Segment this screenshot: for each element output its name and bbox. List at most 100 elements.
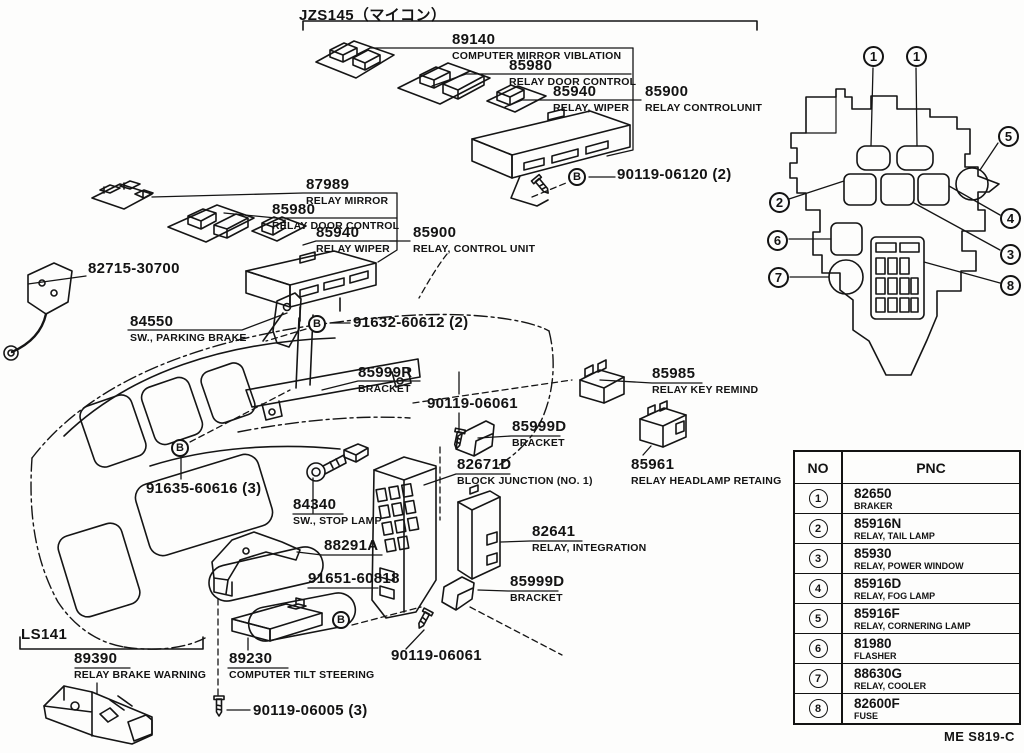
part-number: 89140 xyxy=(452,31,496,48)
table-row: 1 82650 BRAKER xyxy=(795,483,1019,513)
part-name: BLOCK JUNCTION (NO. 1) xyxy=(457,475,593,487)
door-control-relay-part-mid xyxy=(167,204,255,243)
row-pnc: 88630G xyxy=(854,665,903,681)
parking-brake-cable-part xyxy=(3,262,73,361)
row-callout-number: 4 xyxy=(808,579,828,598)
parking-brake-switch-part xyxy=(262,292,302,348)
row-pnc: 85916N xyxy=(854,515,902,531)
part-label-90119-06120: 90119-06120 (2) xyxy=(617,166,732,183)
panel-callout-3: 3 xyxy=(1000,244,1021,265)
part-number: 84550 xyxy=(130,313,174,330)
panel-callout-1a: 1 xyxy=(863,46,884,67)
part-label-91651: 91651-60818 xyxy=(308,570,400,587)
part-label-82671d: 82671D BLOCK JUNCTION (NO. 1) xyxy=(457,456,593,487)
part-name: RELAY, WIPER xyxy=(553,102,630,114)
part-label-85900-top: 85900 RELAY CONTROLUNIT xyxy=(645,83,762,114)
part-name: RELAY DOOR CONTROL xyxy=(272,220,400,232)
bolt-marker: B xyxy=(332,611,350,629)
row-callout-number: 2 xyxy=(808,519,828,538)
row-part-name: FUSE xyxy=(854,710,879,721)
row-part-name: RELAY, POWER WINDOW xyxy=(854,560,964,571)
row-part-name: RELAY, TAIL LAMP xyxy=(854,530,935,541)
pnc-table: NO PNC 1 82650 BRAKER 2 85916N RELAY, TA… xyxy=(793,450,1021,725)
row-callout-number: 3 xyxy=(808,549,828,568)
fuse-box xyxy=(870,236,925,320)
mirror-relay-part-mid xyxy=(91,180,154,210)
row-part-name: RELAY, COOLER xyxy=(854,680,927,691)
row-callout-number: 5 xyxy=(808,609,828,628)
row-part-name: RELAY, FOG LAMP xyxy=(854,590,936,601)
part-number: 82671D xyxy=(457,456,512,473)
panel-callout-7: 7 xyxy=(768,267,789,288)
part-label-85961: 85961 RELAY HEADLAMP RETAING xyxy=(631,456,781,487)
part-name: SW., STOP LAMP xyxy=(293,515,382,527)
part-label-89390: 89390 RELAY BRAKE WARNING xyxy=(74,650,206,681)
ls141-bracket xyxy=(19,636,204,650)
dashed-links xyxy=(189,182,573,698)
part-label-85940-mid: 85940 RELAY WIPER xyxy=(316,224,390,255)
part-number: 91632-60612 (2) xyxy=(353,314,469,331)
part-label-85900-mid: 85900 RELAY, CONTROL UNIT xyxy=(413,224,535,255)
row-callout-number: 8 xyxy=(808,699,828,718)
wiper-relay-part-top xyxy=(486,84,547,113)
part-label-82715: 82715-30700 xyxy=(88,260,180,277)
part-name: COMPUTER MIRROR VIBLATION xyxy=(452,50,622,62)
table-row: 8 82600F FUSE xyxy=(795,693,1019,723)
part-label-91632: 91632-60612 (2) xyxy=(353,314,468,331)
control-unit-part-mid xyxy=(245,250,377,322)
part-name: COMPUTER TILT STEERING xyxy=(229,669,375,681)
screw-icon xyxy=(418,607,434,629)
table-row: 5 85916F RELAY, CORNERING LAMP xyxy=(795,603,1019,633)
row-callout-number: 7 xyxy=(808,669,828,688)
block-junction-part xyxy=(371,456,437,619)
part-label-85940-top: 85940 RELAY, WIPER xyxy=(553,83,629,114)
part-number: 87989 xyxy=(306,176,350,193)
part-label-91635: 91635-60616 (3) xyxy=(146,480,261,497)
table-row: 7 88630G RELAY, COOLER xyxy=(795,663,1019,693)
part-label-85980-top: 85980 RELAY DOOR CONTROL xyxy=(509,57,636,88)
part-number: 85900 xyxy=(645,83,689,100)
part-number: 85985 xyxy=(652,365,696,382)
relay-slot xyxy=(917,173,950,206)
integration-relay-part xyxy=(457,484,501,580)
row-part-name: RELAY, CORNERING LAMP xyxy=(854,620,971,631)
part-number: 85999R xyxy=(358,364,413,381)
part-number: 91651-60818 xyxy=(308,570,400,587)
panel-callout-2: 2 xyxy=(769,192,790,213)
row-part-name: BRAKER xyxy=(854,500,893,511)
bolt-marker: B xyxy=(171,439,189,457)
leader-lines xyxy=(27,47,703,711)
row-pnc: 82600F xyxy=(854,695,900,711)
part-label-90119-06061-b: 90119-06061 xyxy=(391,647,482,664)
part-label-85980-mid: 85980 RELAY DOOR CONTROL xyxy=(272,201,399,232)
col-header-no: NO xyxy=(795,452,843,483)
col-header-pnc: PNC xyxy=(916,459,946,476)
wiper-relay-part-mid xyxy=(251,216,307,242)
part-number: 84340 xyxy=(293,496,337,513)
row-pnc: 82650 xyxy=(854,485,892,501)
relay-slot xyxy=(830,222,863,256)
relay-slot xyxy=(856,145,891,171)
part-name: RELAY WIPER xyxy=(316,243,390,255)
relay-slot xyxy=(843,173,877,206)
part-label-88291a: 88291A xyxy=(324,537,378,554)
part-name: SW., PARKING BRAKE xyxy=(130,332,247,344)
part-name: BRACKET xyxy=(510,592,563,604)
brake-warning-relay-part xyxy=(43,685,153,745)
part-number: 85999D xyxy=(510,573,565,590)
part-number: 91635-60616 (3) xyxy=(146,480,262,497)
relay-slot-round xyxy=(828,259,864,295)
part-label-82641: 82641 RELAY, INTEGRATION xyxy=(532,523,646,554)
part-name: RELAY KEY REMIND xyxy=(652,384,759,396)
part-number: 90119-06005 (3) xyxy=(253,702,368,719)
relay-slot-round xyxy=(955,167,989,201)
part-label-84550: 84550 SW., PARKING BRAKE xyxy=(130,313,247,344)
jzs145-bracket xyxy=(302,20,758,31)
part-name: RELAY DOOR CONTROL xyxy=(509,76,637,88)
panel-callout-5: 5 xyxy=(998,126,1019,147)
part-label-87989: 87989 RELAY MIRROR xyxy=(306,176,388,207)
part-number: 82715-30700 xyxy=(88,260,180,277)
row-pnc: 85916D xyxy=(854,575,902,591)
panel-callout-6: 6 xyxy=(767,230,788,251)
part-label-85999d-a: 85999D BRACKET xyxy=(512,418,566,449)
